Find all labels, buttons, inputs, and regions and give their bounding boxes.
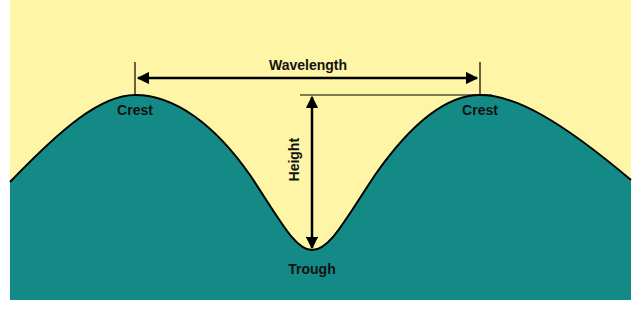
dimension-label: Wavelength — [269, 58, 347, 73]
crest-tick — [134, 62, 135, 95]
height-reference-line — [300, 94, 492, 95]
trough-label: Trough — [288, 262, 335, 277]
wave-outline — [10, 95, 631, 250]
wavelength-arrow — [138, 77, 477, 80]
dimension-label: Height — [287, 138, 302, 182]
crest-tick — [479, 62, 480, 95]
height-arrow — [311, 97, 314, 248]
wave-body — [10, 95, 631, 300]
crest-label: Crest — [462, 103, 498, 118]
sky-ground — [10, 0, 631, 300]
crest-label: Crest — [117, 103, 153, 118]
